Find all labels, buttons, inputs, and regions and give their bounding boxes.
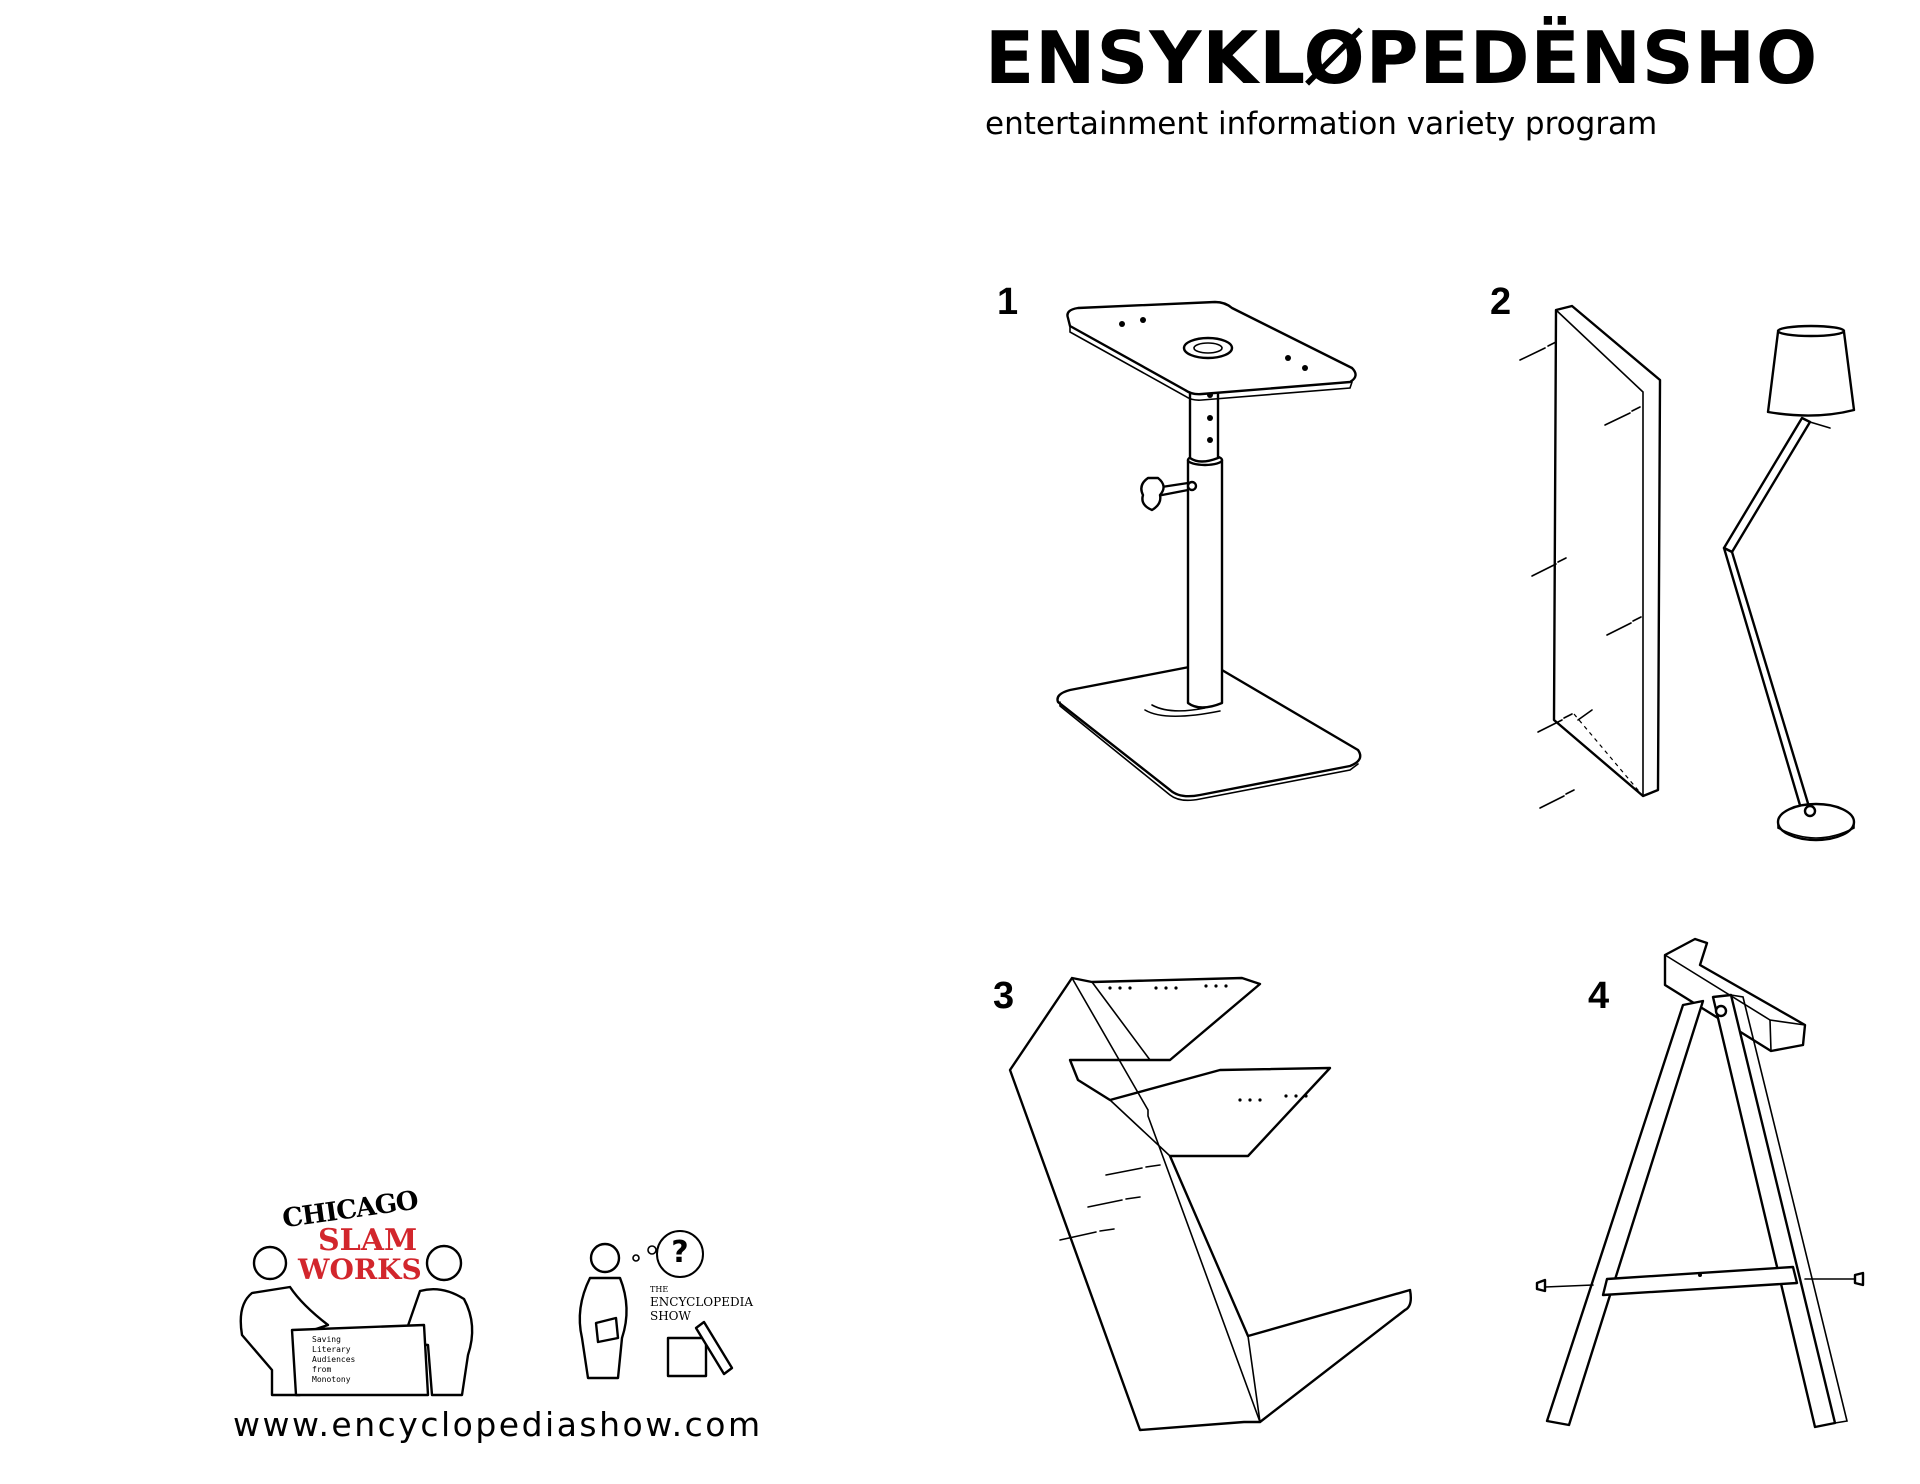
adjustable-stand-illustration: [1056, 300, 1362, 802]
step-number-1: 1: [997, 281, 1019, 323]
shelf-e-illustration: [1008, 976, 1413, 1432]
page-subtitle: entertainment information variety progra…: [985, 106, 1658, 142]
encyclopedia-show-wordmark: THE ENCYCLOPEDIA SHOW: [650, 1285, 754, 1323]
encyclopedia-show-logo: ? THE ENCYCLOPEDIA SHOW: [570, 1228, 770, 1388]
board-and-lamp-illustration: [1519, 304, 1856, 842]
slam-works-line3: WORKS: [298, 1253, 422, 1286]
slam-works-line2: SLAM: [318, 1223, 418, 1258]
page-title: ENSYKLØPEDËNSHO: [985, 16, 1819, 100]
reading-figure-icon: [578, 1242, 734, 1380]
chicago-slam-works-logo: CHICAGO SLAM WORKS Saving Literary Audie…: [232, 1186, 492, 1397]
website-url[interactable]: www.encyclopediashow.com: [233, 1405, 763, 1444]
question-mark-icon: ?: [656, 1230, 704, 1278]
step-number-4: 4: [1588, 975, 1610, 1017]
slam-works-tagline: Saving Literary Audiences from Monotony: [312, 1335, 356, 1384]
step-number-2: 2: [1490, 281, 1512, 323]
step-number-3: 3: [993, 975, 1015, 1017]
slam-works-figures-icon: [239, 1244, 474, 1397]
sawhorse-a-illustration: [1535, 937, 1865, 1429]
